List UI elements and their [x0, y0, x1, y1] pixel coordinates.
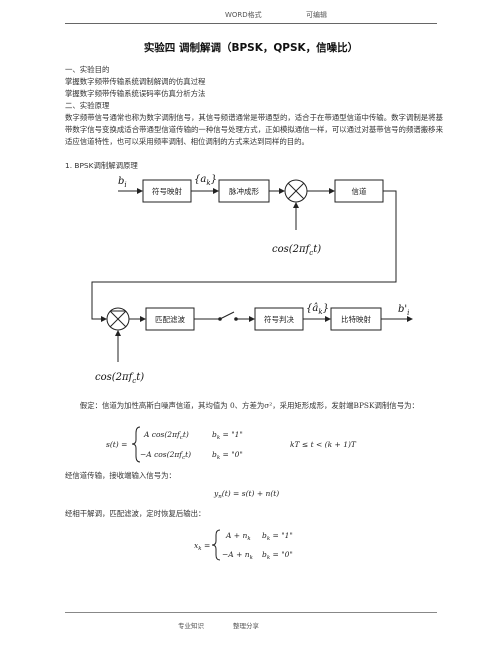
s-eq-range: kT ≤ t < (k + 1)T: [290, 440, 357, 449]
ak-label: {ak}: [194, 174, 217, 187]
decision-label: 符号判决: [264, 314, 294, 324]
input-bit-label: bi: [118, 176, 127, 189]
symbol-map-label: 符号映射: [152, 186, 182, 196]
x-eq-cond1: bk = "1": [262, 531, 293, 542]
page-header: WORD格式 可编辑: [0, 8, 502, 24]
pulse-shaping-label: 脉冲成形: [229, 186, 259, 196]
carrier-2-label: cos(2πfct): [95, 372, 144, 385]
carrier-1-label: cos(2πfct): [272, 244, 321, 257]
x-eq-row2: −A + nk: [222, 550, 254, 561]
header-rule: [65, 23, 437, 24]
header-right: 可编辑: [306, 11, 327, 19]
s-brace: [131, 426, 141, 463]
matched-filter-label: 匹配滤波: [155, 314, 185, 324]
s-eq-lhs: s(t) =: [106, 440, 127, 449]
y-equation: yn(t) = s(t) + n(t): [213, 489, 279, 500]
page-title: 实验四 调制解调（BPSK，QPSK，信噪比）: [143, 42, 359, 54]
x-brace: [211, 529, 221, 561]
assumption-paragraph: 假定：信道为加性高斯白噪声信道，其均值为 0、方差为σ²，采用矩形成形，发射端B…: [79, 401, 419, 410]
ahat-label: {âk}: [306, 303, 329, 316]
section-heading-principle: 二、实验原理: [65, 101, 110, 110]
aim-item-2: 掌握数字频带传输系统误码率仿真分析方法: [65, 89, 206, 98]
footer-left: 专业知识: [178, 622, 204, 630]
output-bit-label: b'i: [398, 304, 409, 317]
s-eq-cond2: bk = "0": [212, 450, 243, 461]
channel-label: 信道: [352, 186, 367, 196]
footer-right: 整理分享: [233, 622, 259, 630]
s-eq-row1: A cos(2πfct): [143, 430, 189, 441]
s-eq-cond1: bk = "1": [212, 430, 243, 441]
principle-paragraph: 数字频带信号通常也称为数字调制信号，其信号频谱通常是带通型的，适合于在带通型信道…: [65, 113, 443, 146]
channel-to-receiver-line: [91, 190, 397, 320]
bit-map-label: 比特映射: [341, 314, 371, 324]
aim-item-1: 掌握数字频带传输系统调制解调的仿真过程: [65, 77, 206, 86]
subsection-bpsk: 1. BPSK调制解调原理: [65, 161, 138, 170]
footer-rule: [65, 612, 437, 613]
x-eq-row1: A + nk: [225, 531, 251, 542]
x-eq-cond2: bk = "0": [262, 550, 293, 561]
x-eq-lhs: xk =: [194, 541, 210, 552]
sampler-switch: [219, 311, 235, 320]
after-channel-text: 经信道传输，接收端输入信号为：: [65, 471, 176, 480]
after-coherent-text: 经相干解调，匹配滤波，定时恢复后输出：: [65, 509, 206, 518]
s-eq-row2: −A cos(2πfct): [140, 450, 191, 461]
header-left: WORD格式: [225, 11, 262, 19]
section-heading-aim: 一、实验目的: [65, 65, 110, 74]
